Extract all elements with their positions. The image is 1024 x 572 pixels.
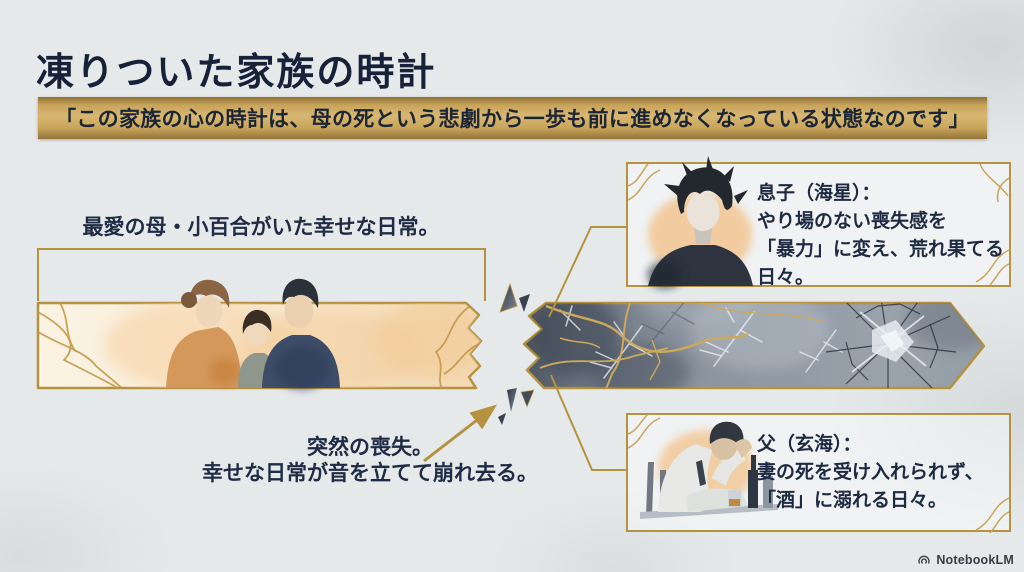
son-box-text: 息子（海星）： やり場のない喪失感を 「暴力」に変え、荒れ果てる 日々。 — [757, 180, 1013, 292]
father-box-line1: 妻の死を受け入れられず、 — [757, 462, 984, 483]
loss-caption-line2: 幸せな日常が音を立てて崩れ去る。 — [202, 462, 538, 485]
gold-crack-lines-left — [38, 303, 480, 388]
frozen-band — [522, 301, 986, 390]
quote-banner: 「この家族の心の時計は、母の死という悲劇から一歩も前に進めなくなっている状態なの… — [38, 97, 987, 139]
father-box-line2: 「酒」に溺れる日々。 — [757, 490, 948, 511]
page-title: 凍りついた家族の時計 — [36, 52, 437, 95]
son-box-line1: やり場のない喪失感を — [757, 211, 948, 232]
frost-crystals — [559, 305, 843, 379]
connector-to-son-box — [548, 226, 626, 318]
happy-days-label: 最愛の母・小百合がいた幸せな日常。 — [82, 216, 440, 239]
happy-bracket — [37, 248, 486, 301]
father-box-heading: 父（玄海）： — [757, 434, 862, 455]
son-box-line3: 日々。 — [757, 267, 815, 288]
gold-kintsugi-cracks — [539, 303, 825, 388]
family-illustration — [166, 278, 340, 390]
happy-band — [36, 278, 483, 390]
son-box-heading: 息子（海星）： — [757, 183, 881, 204]
loss-caption: 突然の喪失。 幸せな日常が音を立てて崩れ去る。 — [170, 435, 570, 487]
break-fragments — [498, 282, 535, 425]
notebooklm-brand-label: NotebookLM — [936, 553, 1014, 567]
quote-banner-text: 「この家族の心の時計は、母の死という悲劇から一歩も前に進めなくなっている状態なの… — [55, 108, 970, 131]
father-box-text: 父（玄海）： 妻の死を受け入れられず、 「酒」に溺れる日々。 — [757, 431, 1013, 515]
loss-caption-line1: 突然の喪失。 — [307, 436, 433, 459]
son-box-line2: 「暴力」に変え、荒れ果てる — [757, 239, 1005, 260]
notebooklm-branding: NotebookLM — [917, 553, 1014, 567]
shatter-pattern — [825, 303, 957, 388]
notebooklm-swirl-icon — [918, 555, 930, 564]
